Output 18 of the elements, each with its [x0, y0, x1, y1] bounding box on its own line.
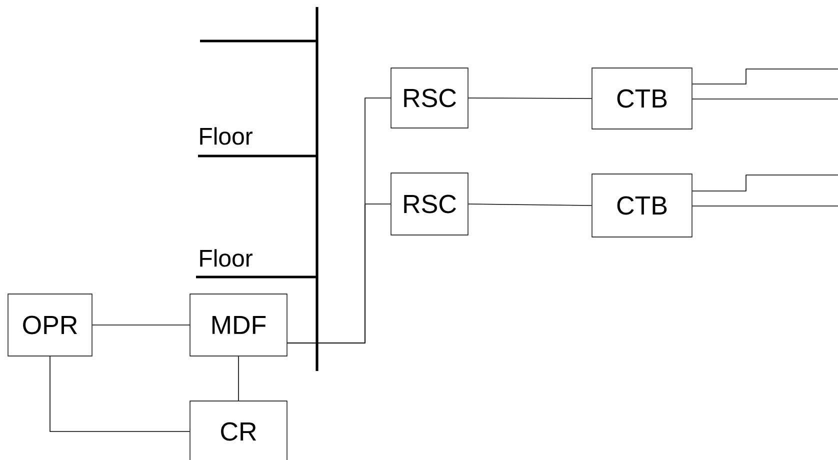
labeled-box: RSC	[390, 172, 468, 236]
labeled-box: CTB	[592, 68, 692, 130]
labeled-box: CTB	[592, 174, 692, 238]
labeled-box: MDF	[190, 294, 288, 356]
connector-line	[692, 68, 838, 84]
floor-label: Floor	[200, 249, 252, 267]
connector-line	[50, 356, 190, 432]
connector-line	[468, 204, 592, 206]
labeled-box: CR	[190, 400, 288, 460]
connector-line	[692, 98, 838, 100]
labeled-box: RSC	[390, 68, 468, 128]
connector-line	[286, 204, 392, 344]
connector-line	[92, 324, 190, 326]
floor-label: Floor	[200, 127, 252, 145]
connector-line	[692, 174, 838, 192]
connector-line	[238, 356, 239, 402]
connector-line	[468, 98, 592, 99]
labeled-box: OPR	[8, 294, 92, 356]
